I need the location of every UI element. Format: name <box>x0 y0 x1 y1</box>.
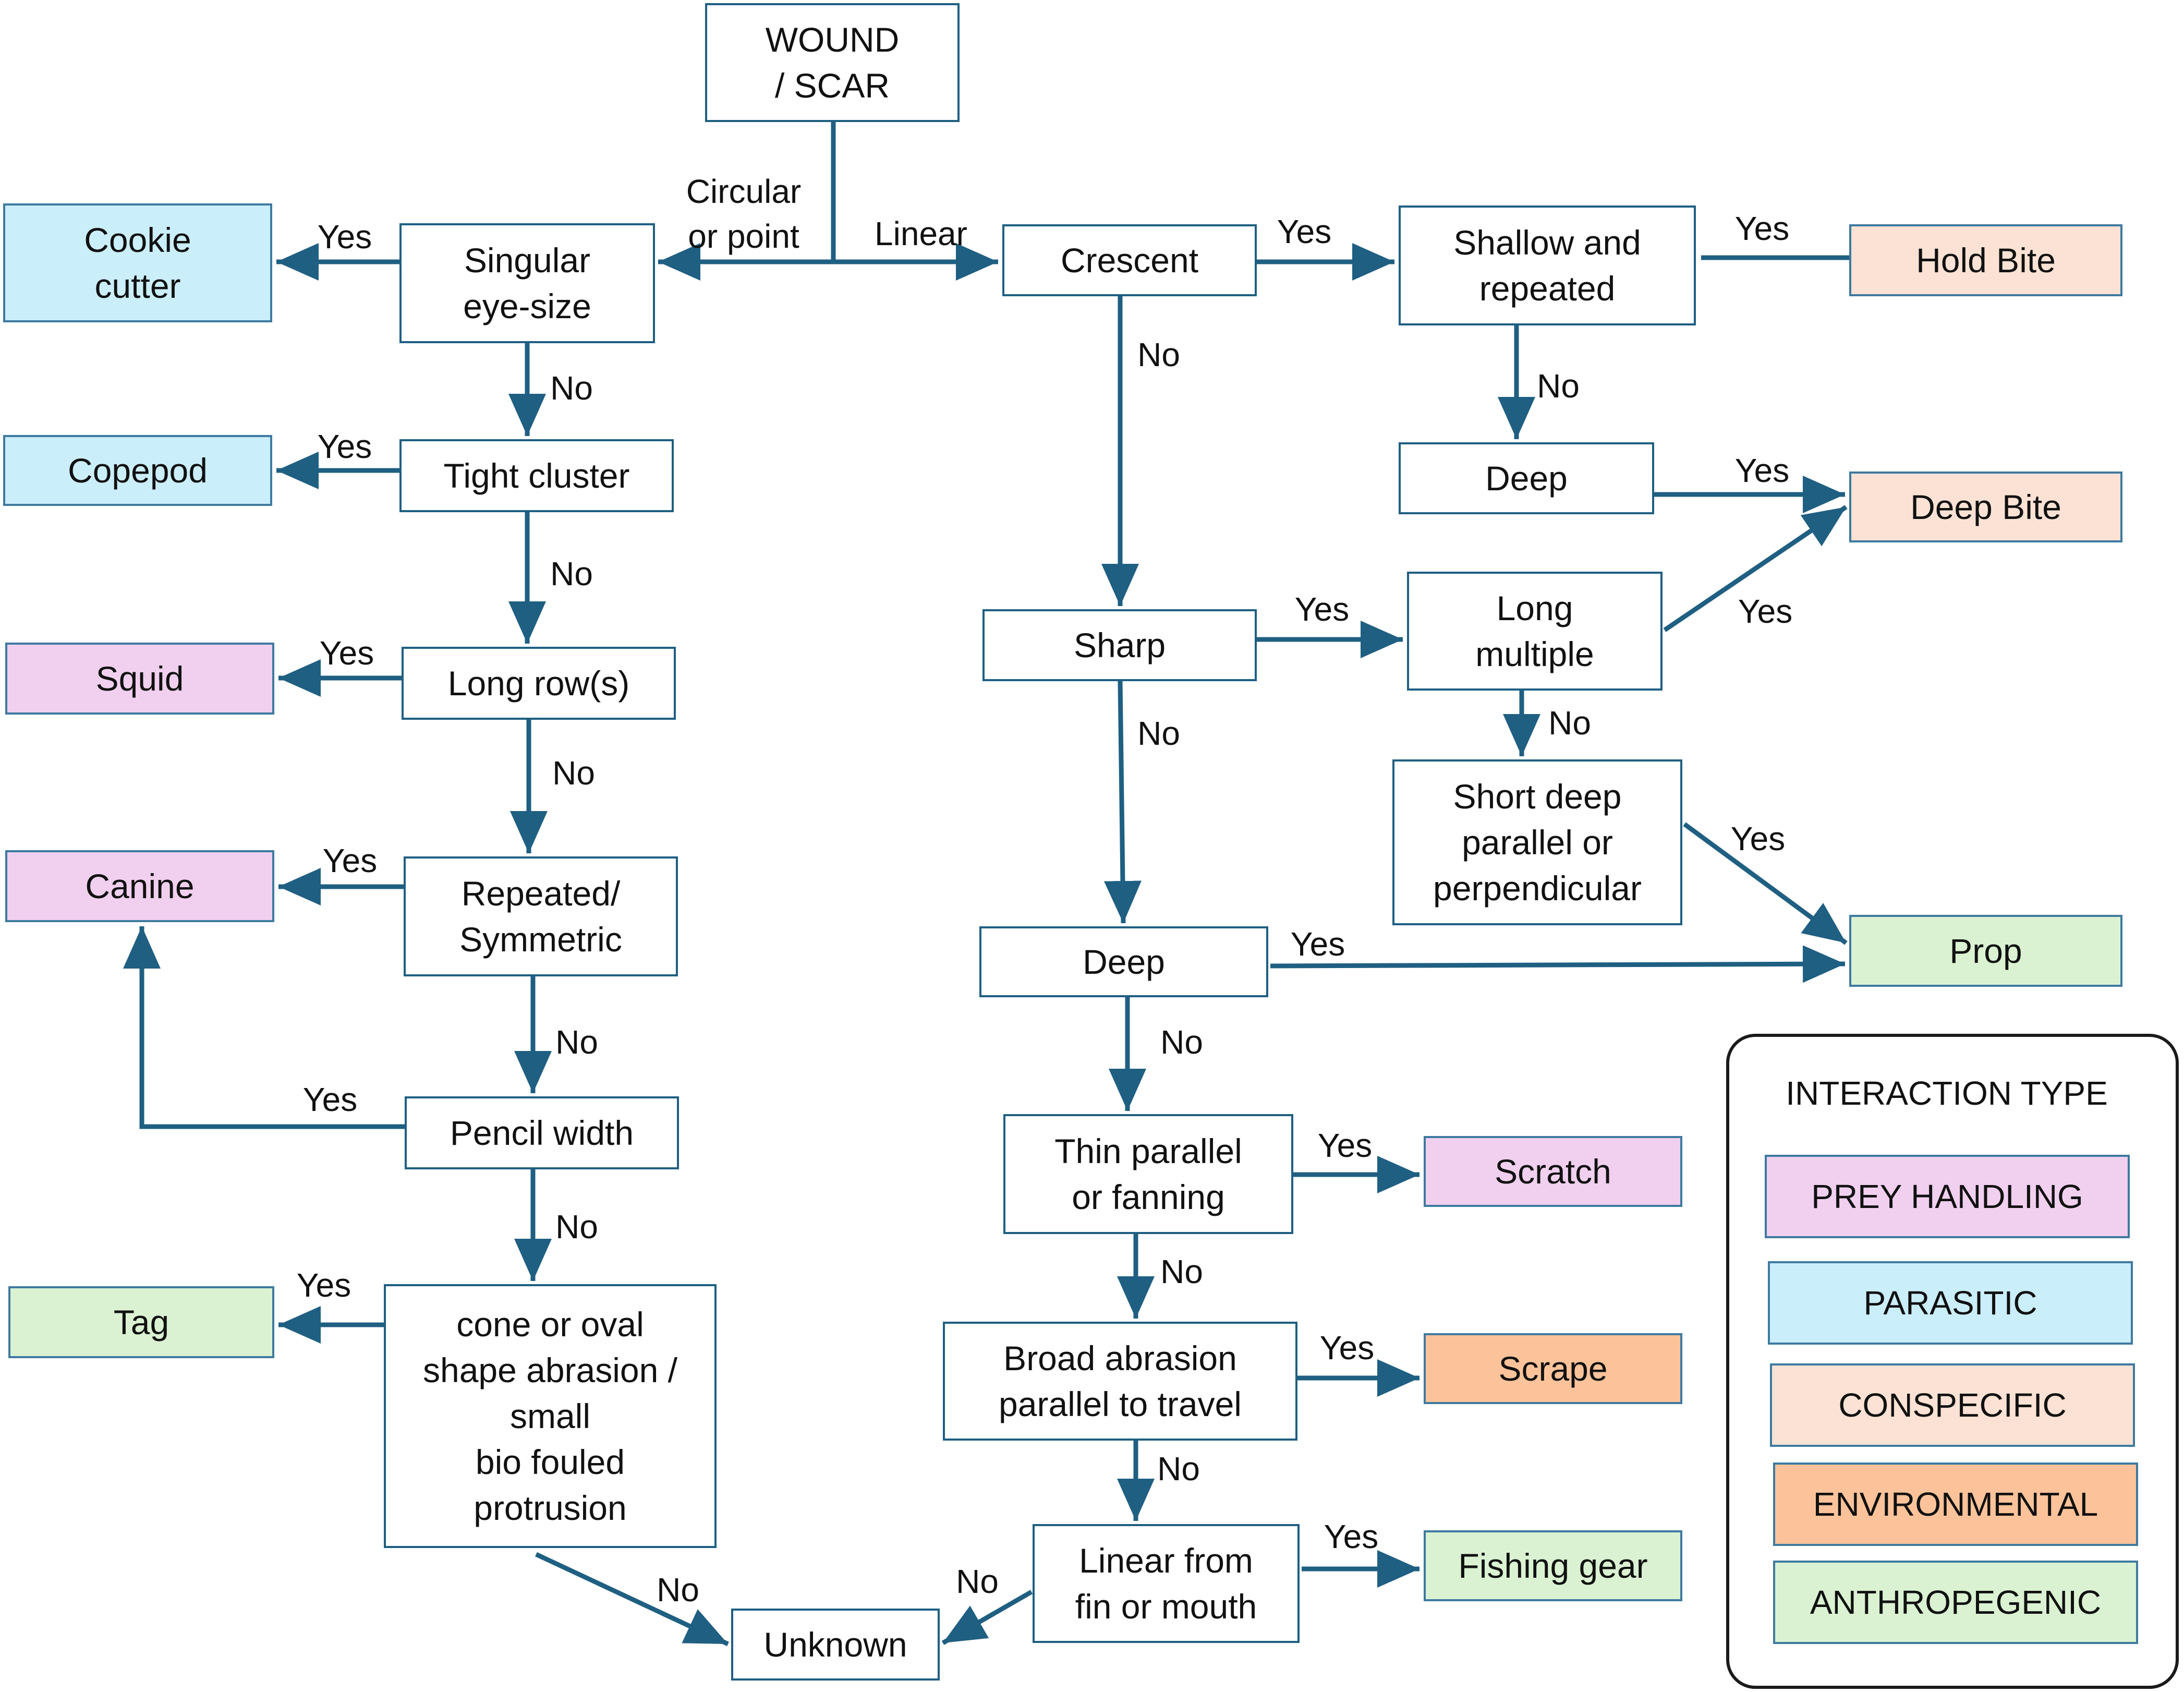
legend-box <box>1726 1034 2179 1689</box>
edge-label-yes-long-multiple: Yes <box>1738 593 1793 630</box>
node-linear-fin-mouth: Linear from fin or mouth <box>1033 1524 1300 1643</box>
connector-longmultiple-yes-deepbite <box>1663 505 1848 632</box>
edge-label-yes-broad: Yes <box>1319 1329 1375 1367</box>
outcome-copepod: Copepod <box>3 435 272 506</box>
connector-deepcenter-yes-prop <box>1270 945 1846 983</box>
outcome-prop: Prop <box>1849 915 2122 987</box>
edge-label-no-linear-fin: No <box>956 1563 999 1600</box>
outcome-deep-bite: Deep Bite <box>1849 472 2122 542</box>
edge-label-yes-deep-bite: Yes <box>1734 452 1790 489</box>
edge-label-yes-short-deep: Yes <box>1730 820 1786 857</box>
edge-label-yes-thin: Yes <box>1317 1127 1373 1164</box>
outcome-hold-bite: Hold Bite <box>1849 224 2122 296</box>
node-long-multiple: Long multiple <box>1407 572 1663 691</box>
legend-item-prey-handling: PREY HANDLING <box>1765 1155 2130 1238</box>
edge-label-yes-copepod: Yes <box>317 428 372 465</box>
edge-label-linear: Linear <box>875 215 967 252</box>
edge-label-yes-linear-fin: Yes <box>1324 1518 1379 1555</box>
node-broad-abrasion: Broad abrasion parallel to travel <box>943 1322 1297 1441</box>
edge-label-yes-hold-bite: Yes <box>1734 210 1790 247</box>
outcome-canine: Canine <box>5 850 274 922</box>
edge-label-no-shallow: No <box>1537 367 1580 405</box>
node-singular-eye-size: Singular eye-size <box>399 223 655 343</box>
edge-label-yes-sharp: Yes <box>1294 590 1350 628</box>
connector-linearfin-no-unknown <box>941 1590 1033 1645</box>
node-sharp: Sharp <box>982 609 1257 681</box>
edge-label-no-cone: No <box>657 1571 699 1609</box>
node-pencil-width: Pencil width <box>405 1096 679 1169</box>
legend-item-parasitic: PARASITIC <box>1768 1261 2133 1345</box>
outcome-fishing-gear: Fishing gear <box>1424 1530 1682 1601</box>
node-deep-center: Deep <box>979 926 1268 997</box>
node-thin-parallel: Thin parallel or fanning <box>1003 1114 1293 1234</box>
connector-shortdeep-yes-prop <box>1683 822 1848 945</box>
outcome-tag: Tag <box>8 1286 274 1358</box>
node-tight-cluster: Tight cluster <box>399 439 674 512</box>
node-repeated-symmetric: Repeated/ Symmetric <box>404 856 678 976</box>
connector-pencil-yes-canine <box>123 926 405 1129</box>
node-deep-right: Deep <box>1399 442 1654 514</box>
connector-sharp-no-deepcenter <box>1103 681 1142 924</box>
edge-label-no-pencil: No <box>555 1208 598 1246</box>
node-short-deep: Short deep parallel or perpendicular <box>1392 759 1682 925</box>
connector-cone-no-unknown <box>535 1552 729 1647</box>
edge-label-yes-canine: Yes <box>322 842 378 879</box>
edge-label-yes-tag: Yes <box>296 1266 351 1304</box>
edge-label-no-sharp: No <box>1137 715 1180 752</box>
edge-label-no-long-multiple: No <box>1548 704 1591 742</box>
legend-title: INTERACTION TYPE <box>1786 1074 2108 1112</box>
edge-label-circular-or-point: Circular or point <box>686 173 802 255</box>
legend-item-conspecific: CONSPECIFIC <box>1770 1363 2135 1447</box>
outcome-scratch: Scratch <box>1424 1136 1682 1207</box>
legend-item-anthropogenic: ANTHROPEGENIC <box>1773 1561 2138 1644</box>
outcome-squid: Squid <box>5 643 274 715</box>
node-crescent: Crescent <box>1002 224 1257 296</box>
edge-label-yes-cookie: Yes <box>317 218 372 256</box>
node-long-rows: Long row(s) <box>402 647 676 720</box>
edge-label-no-repeated: No <box>555 1023 598 1061</box>
node-unknown: Unknown <box>731 1609 940 1681</box>
node-shallow-repeated: Shallow and repeated <box>1399 206 1696 325</box>
edge-label-no-broad: No <box>1157 1450 1200 1488</box>
edge-label-yes-deep-center: Yes <box>1290 925 1345 963</box>
outcome-cookie-cutter: Cookie cutter <box>3 203 272 322</box>
edge-label-yes-crescent: Yes <box>1277 213 1332 250</box>
edge-label-yes-pencil: Yes <box>302 1081 358 1118</box>
edge-label-no-crescent: No <box>1137 336 1180 373</box>
outcome-scrape: Scrape <box>1424 1333 1682 1404</box>
edge-label-no-tight: No <box>550 555 593 593</box>
edge-label-no-thin: No <box>1160 1253 1203 1290</box>
node-cone-oval-abrasion: cone or oval shape abrasion / small bio … <box>384 1284 717 1548</box>
edge-label-no-singular: No <box>550 369 593 407</box>
node-wound-scar: WOUND / SCAR <box>705 3 960 122</box>
legend-item-environmental: ENVIRONMENTAL <box>1773 1463 2138 1546</box>
edge-label-yes-squid: Yes <box>319 634 374 672</box>
edge-label-no-deep-center: No <box>1160 1023 1203 1061</box>
edge-label-no-long-rows: No <box>552 754 595 792</box>
